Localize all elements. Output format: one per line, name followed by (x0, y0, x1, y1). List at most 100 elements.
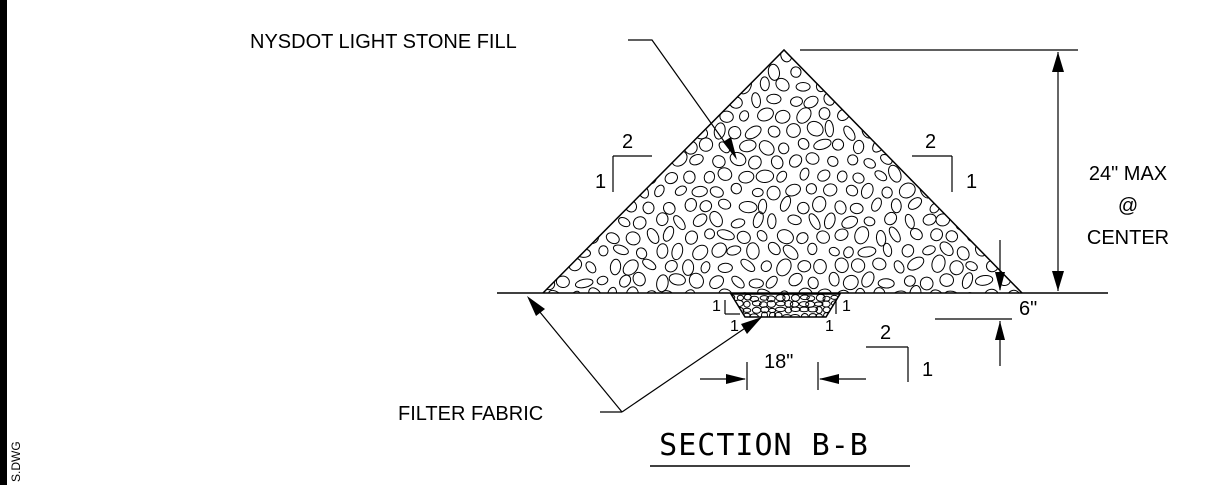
stone (673, 93, 690, 108)
stone (645, 290, 657, 293)
stone (716, 229, 735, 241)
stone (969, 78, 983, 90)
stone (939, 273, 954, 287)
trench-slope-left-bottom: 1 (730, 318, 739, 335)
stone (752, 211, 764, 229)
stone (872, 136, 888, 153)
stone (596, 275, 609, 286)
height-label-line3: CENTER (1087, 227, 1169, 249)
stone (755, 50, 769, 61)
right-slope-run: 2 (925, 131, 936, 153)
filter-fabric-leader-left (529, 299, 623, 413)
stone (807, 242, 818, 256)
trench-outline (729, 293, 842, 318)
stone (996, 185, 1012, 199)
stone (650, 94, 666, 108)
stone (557, 181, 576, 197)
stone (785, 183, 801, 197)
stone (807, 276, 819, 290)
trench-stone (790, 314, 801, 317)
stone (1006, 289, 1022, 293)
stone (730, 182, 742, 195)
stone (549, 200, 562, 213)
sheet-border (0, 0, 7, 485)
stone (751, 187, 764, 198)
stone (604, 50, 618, 64)
stone (1005, 76, 1018, 94)
stone (626, 80, 640, 96)
trench-stone (807, 306, 819, 313)
stone (1015, 245, 1022, 256)
stone (756, 230, 768, 242)
stone (700, 50, 714, 62)
stone (965, 261, 978, 272)
stone (999, 262, 1019, 274)
stone (613, 185, 628, 197)
stone (796, 232, 809, 245)
stone (975, 242, 988, 257)
stone (755, 169, 775, 184)
stone (692, 213, 708, 227)
stone (635, 151, 650, 169)
stone (766, 185, 781, 201)
stone (551, 81, 565, 94)
stone (894, 137, 906, 155)
stone (620, 50, 639, 62)
stone (652, 124, 667, 139)
stone (738, 170, 755, 184)
stone (863, 216, 876, 227)
stone (929, 289, 945, 293)
width-label: 18" (764, 351, 793, 373)
stone (555, 275, 570, 289)
stone (666, 140, 678, 151)
stone (960, 152, 975, 168)
stone (907, 197, 923, 210)
trench-stone (815, 306, 823, 314)
trench-stone (806, 295, 816, 302)
trench-stone (743, 300, 751, 308)
trench-stone (731, 306, 736, 312)
stone (997, 213, 1012, 226)
stone (868, 106, 885, 122)
trench-stone (774, 312, 783, 317)
stone (974, 215, 993, 228)
stone (841, 215, 859, 229)
stone (632, 216, 647, 230)
stone (654, 64, 669, 77)
stone (890, 80, 903, 93)
stone (888, 164, 902, 183)
stone (646, 228, 660, 244)
trench-stone (731, 294, 736, 301)
file-reference: S.DWG (9, 441, 23, 482)
trench-stone (759, 295, 769, 301)
stone (857, 246, 877, 258)
stone (808, 213, 821, 230)
stone (803, 95, 819, 109)
stone (662, 201, 676, 215)
trench-stone (751, 306, 762, 314)
trench-stone (822, 295, 831, 302)
trench-stone (775, 306, 786, 313)
stone (644, 80, 657, 93)
stone (907, 256, 925, 271)
stone (930, 228, 944, 242)
stone (852, 172, 865, 184)
stone (1005, 50, 1019, 60)
stone (574, 278, 594, 289)
stone (939, 186, 951, 198)
stone (741, 50, 753, 63)
stone (712, 63, 728, 78)
stone (757, 107, 774, 122)
stone (671, 242, 684, 261)
stone (917, 64, 933, 77)
stone (543, 126, 551, 141)
stone (852, 139, 865, 155)
section-title: SECTION B-B (659, 428, 869, 463)
stone (656, 243, 669, 259)
stone (935, 65, 951, 79)
stone (955, 213, 972, 231)
trench-stone (751, 300, 762, 307)
stone (664, 78, 678, 94)
trench-stone (749, 295, 760, 303)
trench-stone (782, 294, 791, 302)
